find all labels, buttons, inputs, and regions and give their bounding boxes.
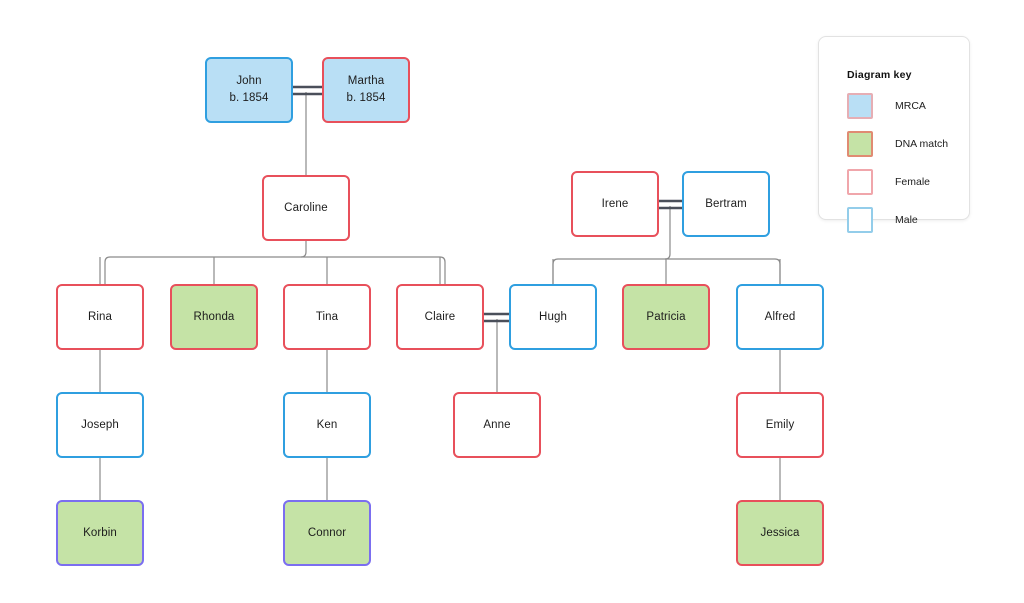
person-node-irene[interactable]: Irene	[571, 171, 659, 237]
person-node-alfred[interactable]: Alfred	[736, 284, 824, 350]
person-node-patricia[interactable]: Patricia	[622, 284, 710, 350]
legend-swatch-mrca	[847, 93, 873, 119]
person-node-korbin[interactable]: Korbin	[56, 500, 144, 566]
person-node-hugh[interactable]: Hugh	[509, 284, 597, 350]
diagram-key-panel: Diagram key MRCA DNA match Female Male	[818, 36, 970, 233]
person-node-emily[interactable]: Emily	[736, 392, 824, 458]
person-node-rhonda[interactable]: Rhonda	[170, 284, 258, 350]
person-name: Tina	[315, 310, 339, 323]
person-node-ken[interactable]: Ken	[283, 392, 371, 458]
person-name: Martha	[347, 75, 385, 88]
person-name: Rhonda	[193, 310, 235, 323]
person-name: Irene	[601, 197, 629, 210]
person-node-rina[interactable]: Rina	[56, 284, 144, 350]
person-name: Anne	[483, 418, 511, 431]
person-node-tina[interactable]: Tina	[283, 284, 371, 350]
person-node-bertram[interactable]: Bertram	[682, 171, 770, 237]
person-node-martha[interactable]: Martha b. 1854	[322, 57, 410, 123]
person-node-anne[interactable]: Anne	[453, 392, 541, 458]
person-name: Emily	[765, 418, 795, 431]
person-name: Jessica	[760, 526, 800, 539]
person-node-john[interactable]: John b. 1854	[205, 57, 293, 123]
person-name: Alfred	[764, 310, 796, 323]
legend-swatch-female	[847, 169, 873, 195]
person-name: Bertram	[705, 197, 747, 210]
bus-end-irenebertram-right	[774, 258, 781, 284]
legend-row-dna-match: DNA match	[847, 131, 948, 157]
person-node-jessica[interactable]: Jessica	[736, 500, 824, 566]
legend-label-female: Female	[895, 176, 931, 188]
legend-row-female: Female	[847, 169, 930, 195]
legend-label-mrca: MRCA	[895, 100, 926, 112]
person-name: Patricia	[646, 310, 686, 323]
person-birth: b. 1854	[346, 92, 386, 104]
person-node-claire[interactable]: Claire	[396, 284, 484, 350]
person-name: Korbin	[83, 526, 117, 539]
sibling-bus-caroline	[104, 256, 440, 284]
person-name: John	[236, 75, 262, 88]
legend-row-male: Male	[847, 207, 918, 233]
sibling-bus-irenebertram	[552, 258, 775, 284]
legend-swatch-dna-match	[847, 131, 873, 157]
legend-label-male: Male	[895, 214, 918, 226]
person-name: Ken	[316, 418, 338, 431]
link-irenebertram-bus	[664, 206, 671, 260]
link-caroline-bus	[300, 241, 307, 258]
person-name: Rina	[87, 310, 113, 323]
person-name: Claire	[424, 310, 456, 323]
legend-swatch-male	[847, 207, 873, 233]
person-node-joseph[interactable]: Joseph	[56, 392, 144, 458]
person-name: Caroline	[284, 201, 328, 214]
legend-label-dna-match: DNA match	[895, 138, 949, 150]
person-node-caroline[interactable]: Caroline	[262, 175, 350, 241]
person-node-connor[interactable]: Connor	[283, 500, 371, 566]
person-name: Hugh	[539, 310, 567, 323]
bus-end-caroline-right	[439, 256, 446, 284]
legend-row-mrca: MRCA	[847, 93, 926, 119]
diagram-key-title: Diagram key	[847, 69, 912, 81]
person-name: Joseph	[81, 418, 119, 431]
person-birth: b. 1854	[229, 92, 269, 104]
person-name: Connor	[307, 526, 347, 539]
